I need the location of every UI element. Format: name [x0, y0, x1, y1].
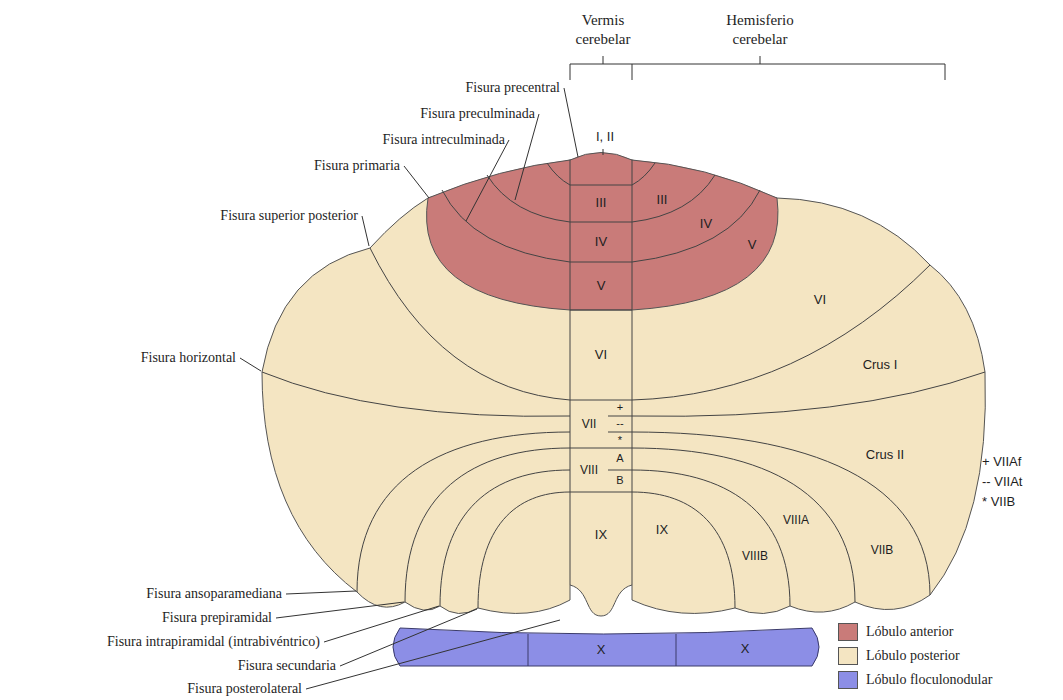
- legend-label: Lóbulo anterior: [866, 624, 953, 640]
- legend-entry: Lóbulo posterior: [838, 647, 960, 665]
- lobule-label: IV: [700, 216, 712, 232]
- leader-line: [466, 140, 509, 221]
- lobule-label: V: [748, 237, 757, 253]
- fissure-label: Fisura prepiramidal: [162, 609, 272, 627]
- legend-swatch: [838, 671, 858, 689]
- leader-line: [404, 166, 429, 198]
- leader-line: [240, 358, 261, 371]
- lobule-label: VIII: [580, 463, 598, 478]
- lobule-label: Crus I: [863, 357, 898, 373]
- fissure-label: Fisura secundaria: [238, 657, 336, 675]
- lobule-label: Crus II: [866, 447, 904, 463]
- lobule-label: X: [597, 642, 606, 658]
- fissure-label: Fisura intrapiramidal (intrabivéntrico): [107, 633, 320, 651]
- leader-line: [340, 609, 477, 666]
- sublobule-mark: --: [616, 417, 623, 431]
- lobule-label: VI: [595, 347, 607, 363]
- sublobule-mark: A: [616, 452, 623, 466]
- fissure-label: Fisura primaria: [314, 157, 400, 175]
- legend-entry: Lóbulo anterior: [838, 623, 953, 641]
- fissure-label: Fisura precentral: [466, 79, 560, 97]
- region-heading: Hemisferio cerebelar: [710, 11, 810, 49]
- region-brackets: [570, 56, 945, 155]
- fissure-label: Fisura intreculminada: [383, 131, 505, 149]
- lobule-label: IV: [595, 234, 607, 250]
- fissure-label: Fisura ansoparamediana: [146, 585, 282, 603]
- anterior-fissures: [442, 163, 760, 262]
- leader-line: [286, 591, 356, 594]
- lobule-label: V: [597, 278, 606, 294]
- fissure-label: Fisura posterolateral: [187, 680, 302, 698]
- lobule-label: X: [741, 641, 750, 657]
- lobule-label: IX: [656, 522, 668, 538]
- legend-label: Lóbulo posterior: [866, 648, 960, 664]
- legend-label: Lóbulo floculonodular: [866, 672, 992, 688]
- leader-line: [515, 114, 539, 200]
- leader-line: [362, 216, 369, 246]
- lobule-label: VIIIB: [742, 549, 768, 564]
- flocculonodular-lobe: [393, 628, 819, 666]
- vermis-borders: [570, 160, 632, 585]
- lobule-label: III: [657, 192, 668, 208]
- sublobule-mark: B: [616, 474, 623, 488]
- lobule-label: IX: [595, 527, 607, 543]
- sublobule-key: -- VIIAt: [982, 474, 1022, 490]
- fissure-label: Fisura superior posterior: [220, 207, 358, 225]
- lobule-label: VIIIA: [783, 513, 809, 528]
- anterior-lobe: [427, 153, 778, 311]
- legend-swatch: [838, 623, 858, 641]
- legend-entry: Lóbulo floculonodular: [838, 671, 992, 689]
- sublobule-mark: +: [617, 401, 623, 415]
- fissure-label: Fisura preculminada: [420, 105, 535, 123]
- lobule-label: VII: [582, 417, 597, 432]
- nodulus-borders: [528, 634, 676, 666]
- sublobule-mark: *: [618, 434, 622, 448]
- region-heading: Vermis cerebelar: [558, 11, 648, 49]
- lobule-label: III: [596, 195, 607, 211]
- leader-lines: [240, 88, 578, 689]
- lobule-label: VIIB: [871, 543, 894, 558]
- sublobule-key: + VIIAf: [982, 454, 1021, 470]
- leader-line: [306, 620, 560, 689]
- fissure-label: Fisura horizontal: [141, 349, 236, 367]
- leader-line: [276, 602, 404, 618]
- leader-line: [564, 88, 578, 157]
- lobule-label: I, II: [596, 129, 614, 145]
- lobule-label: VI: [814, 292, 826, 308]
- sublobule-key: * VIIB: [982, 494, 1015, 510]
- legend-swatch: [838, 647, 858, 665]
- leader-line: [324, 606, 439, 642]
